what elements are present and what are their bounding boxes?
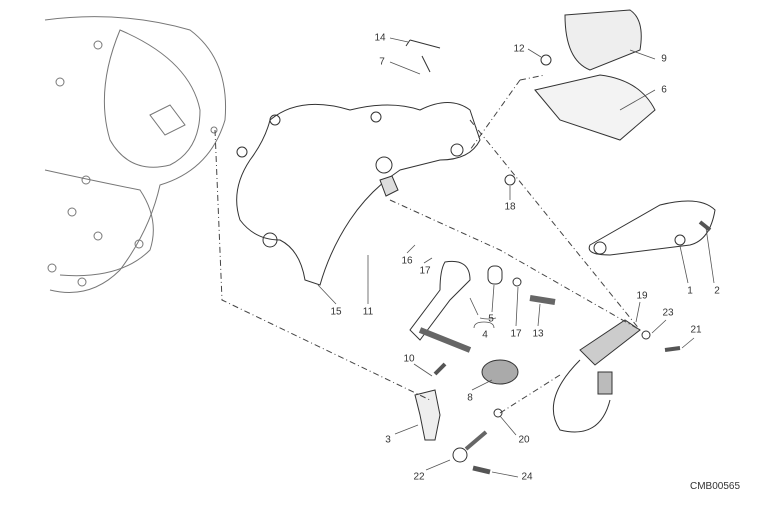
quickshifter-cable xyxy=(552,359,611,433)
callout-17a: 17 xyxy=(419,265,431,277)
callout-22: 22 xyxy=(413,471,425,483)
lever-rubber xyxy=(481,359,519,385)
callout-16: 16 xyxy=(401,255,413,267)
callout-9: 9 xyxy=(661,53,667,65)
callout-1: 1 xyxy=(687,285,693,297)
spring xyxy=(540,54,552,66)
callout-4: 4 xyxy=(482,329,488,341)
diagram-code: CMB00565 xyxy=(690,481,741,492)
callout-11: 11 xyxy=(362,306,374,318)
heel-guard xyxy=(588,200,716,256)
callout-19: 19 xyxy=(636,290,648,302)
footpeg xyxy=(534,74,656,141)
callout-12: 12 xyxy=(513,43,525,55)
callout-17b: 17 xyxy=(510,328,522,340)
callout-24: 24 xyxy=(521,471,533,483)
callout-21: 21 xyxy=(690,324,702,336)
assembly-lines xyxy=(214,74,641,414)
footrest-bracket xyxy=(236,102,481,286)
callout-3: 3 xyxy=(385,434,391,446)
callout-20: 20 xyxy=(518,434,530,446)
callout-13: 13 xyxy=(532,328,544,340)
quickshifter xyxy=(579,319,641,366)
linkage-arm xyxy=(414,389,441,441)
callout-23: 23 xyxy=(662,307,674,319)
callout-7: 7 xyxy=(379,56,385,68)
engine-cover xyxy=(44,16,227,293)
callout-10: 10 xyxy=(403,353,415,365)
pivot-bolt xyxy=(529,295,556,305)
callout-8: 8 xyxy=(467,392,473,404)
callout-15: 15 xyxy=(330,306,342,318)
pin xyxy=(405,39,441,73)
callout-5: 5 xyxy=(488,313,494,325)
callout-18: 18 xyxy=(504,201,516,213)
rod-end xyxy=(452,447,468,463)
gear-lever xyxy=(409,260,471,341)
leader-lines xyxy=(317,37,715,478)
callout-6: 6 xyxy=(661,84,667,96)
callout-14: 14 xyxy=(374,32,386,44)
bushing xyxy=(487,265,503,285)
footpeg-rubber xyxy=(564,9,642,71)
callout-2: 2 xyxy=(714,285,720,297)
